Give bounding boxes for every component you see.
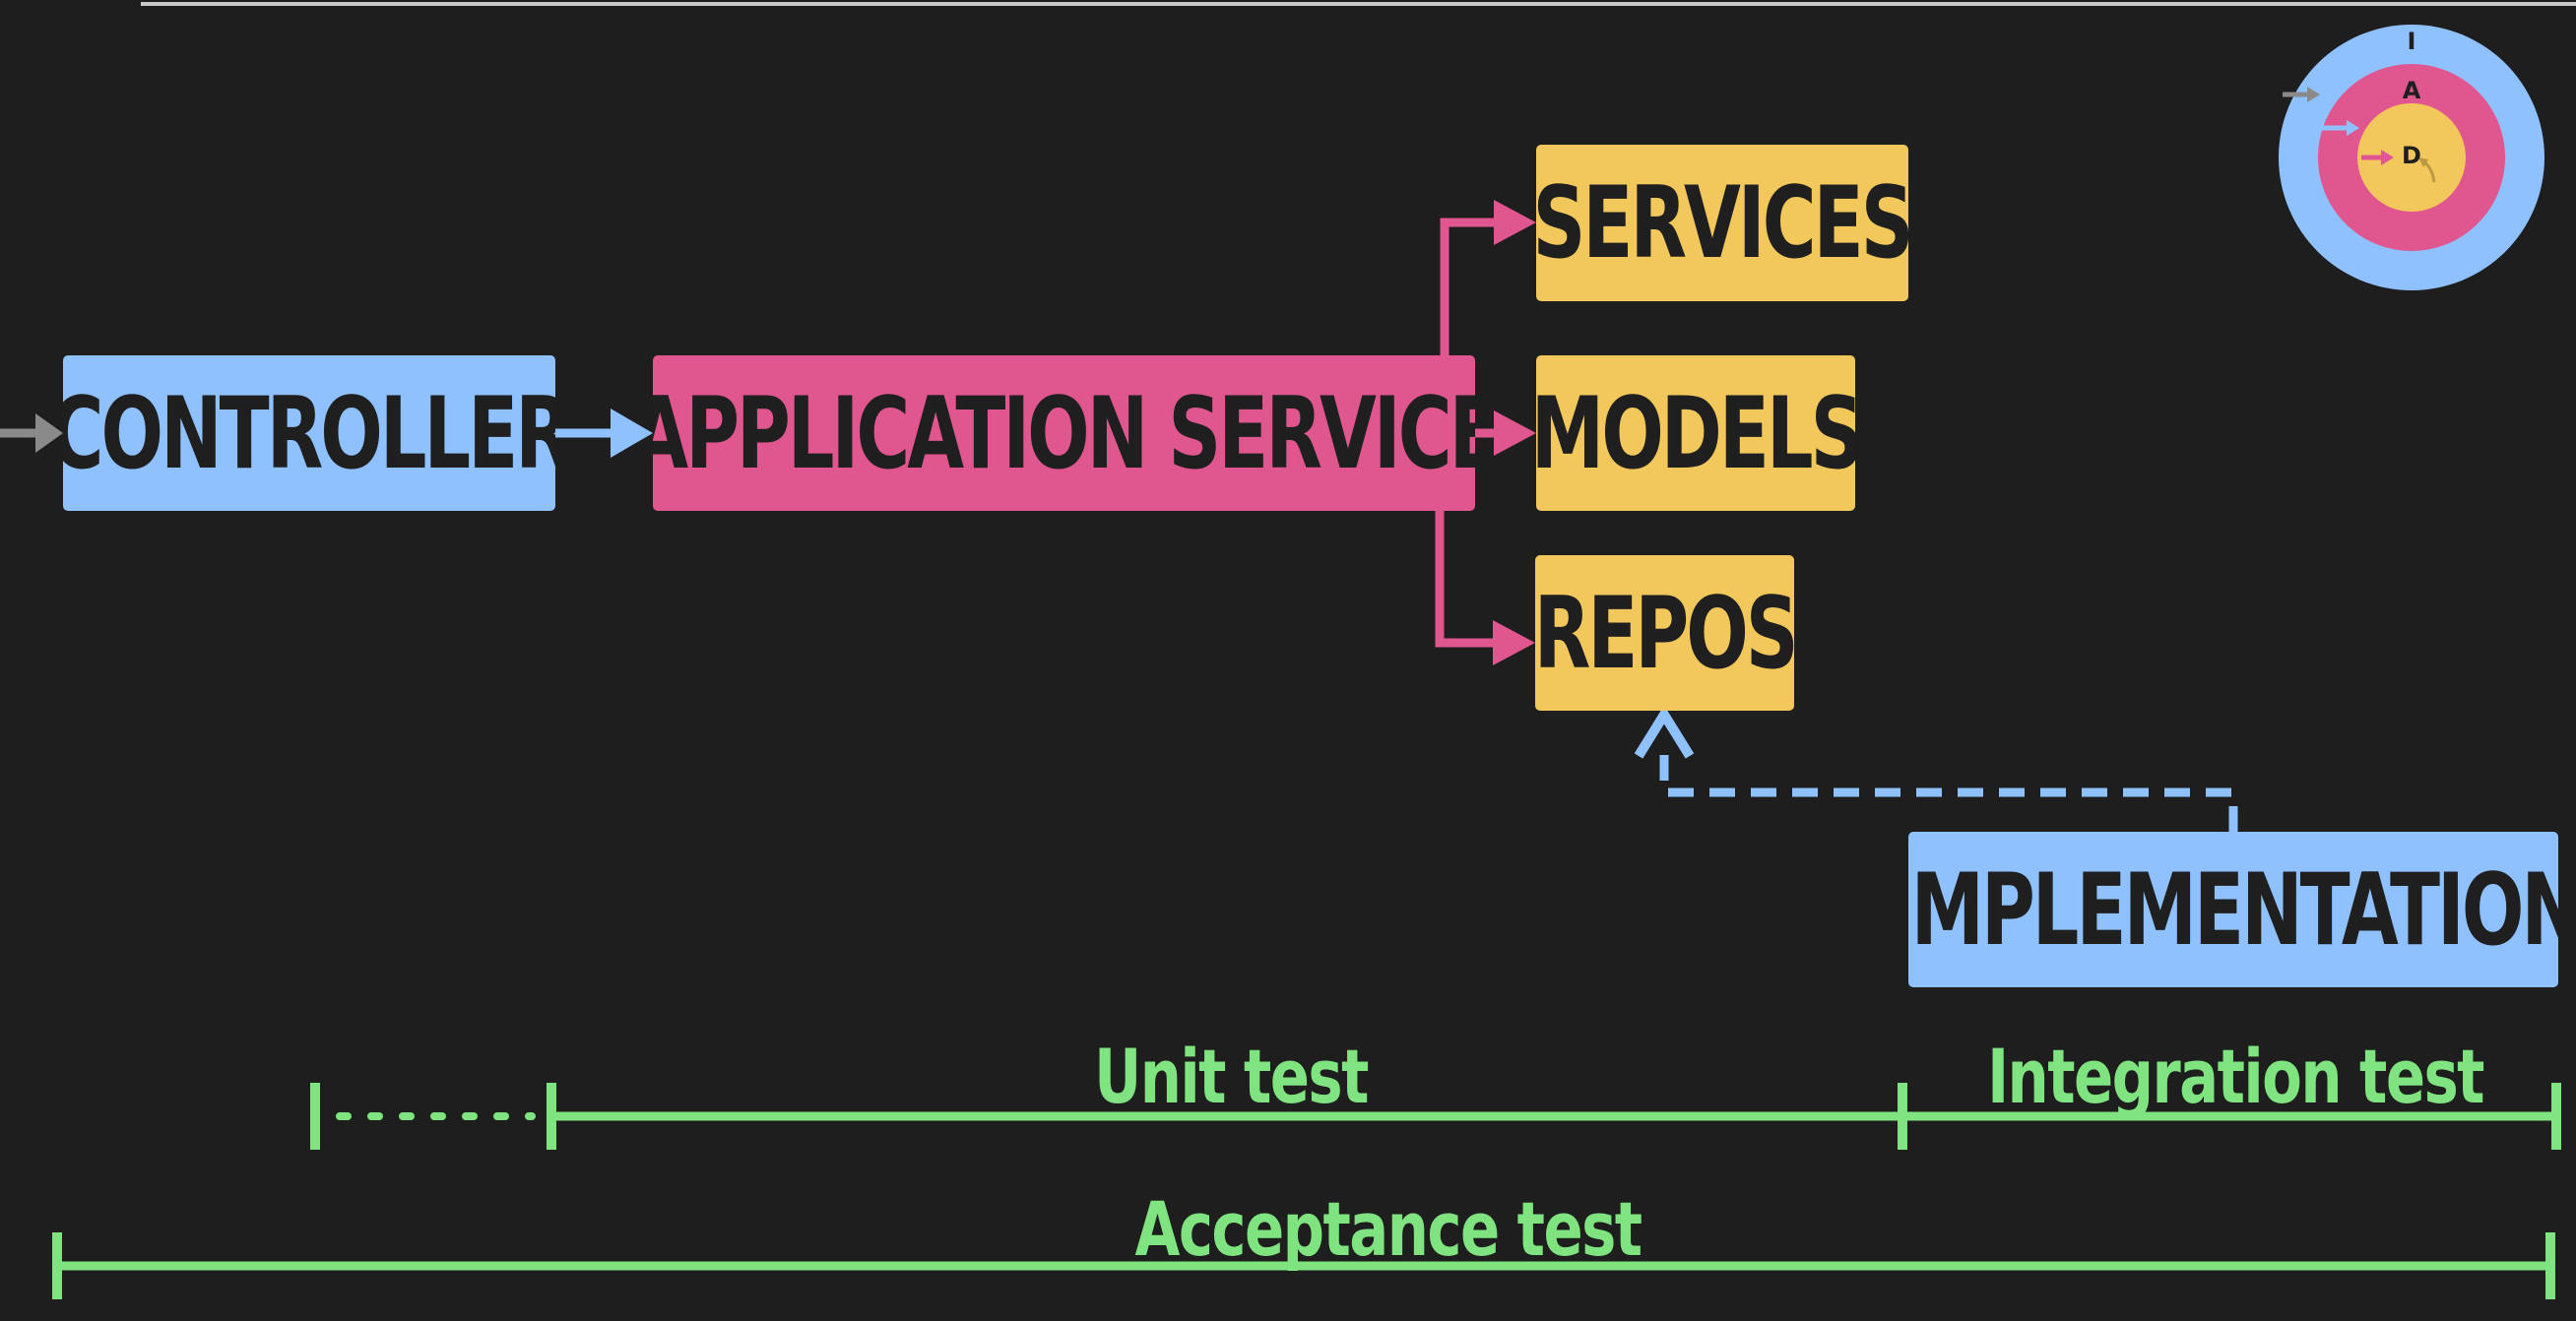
acceptance-test-label: Acceptance test — [1063, 1192, 1654, 1267]
services-label: SERVICES — [1536, 164, 1908, 281]
integration-test-text: Integration test — [1987, 1033, 2484, 1120]
app-to-services-arrow — [1440, 200, 1536, 355]
controller-box: CONTROLLER — [63, 355, 555, 511]
unit-test-text: Unit test — [1094, 1033, 1369, 1120]
integration-test-range — [1902, 1083, 2561, 1150]
models-label: MODELS — [1536, 374, 1855, 491]
acceptance-test-text: Acceptance test — [1134, 1185, 1643, 1273]
integration-test-label: Integration test — [1910, 1039, 2560, 1114]
models-box: MODELS — [1536, 355, 1855, 511]
application-service-box: APPLICATION SERVICE — [653, 355, 1475, 511]
application-service-label: APPLICATION SERVICE — [653, 374, 1475, 491]
repos-label: REPOS — [1535, 574, 1794, 691]
acceptance-test-range — [52, 1232, 2555, 1299]
onion-application-letter: A — [2402, 77, 2421, 104]
onion-legend — [2279, 25, 2544, 290]
onion-infrastructure-letter: I — [2407, 28, 2416, 55]
app-to-repos-arrow — [1435, 511, 1535, 665]
repos-box: REPOS — [1535, 555, 1794, 711]
controller-to-app-arrow — [555, 409, 653, 458]
onion-domain-letter: D — [2402, 142, 2421, 169]
controller-dotted-range — [310, 1083, 536, 1150]
top-divider — [141, 2, 2576, 6]
implementation-to-repos-dashed-arrow — [1634, 705, 2238, 832]
implementation-box: IMPLEMENTATION — [1908, 832, 2558, 987]
unit-test-label: Unit test — [1034, 1039, 1428, 1114]
services-box: SERVICES — [1536, 145, 1908, 301]
controller-label: CONTROLLER — [63, 374, 555, 491]
app-to-models-arrow — [1475, 410, 1536, 456]
entry-arrow — [0, 413, 63, 453]
implementation-label: IMPLEMENTATION — [1908, 850, 2558, 968]
